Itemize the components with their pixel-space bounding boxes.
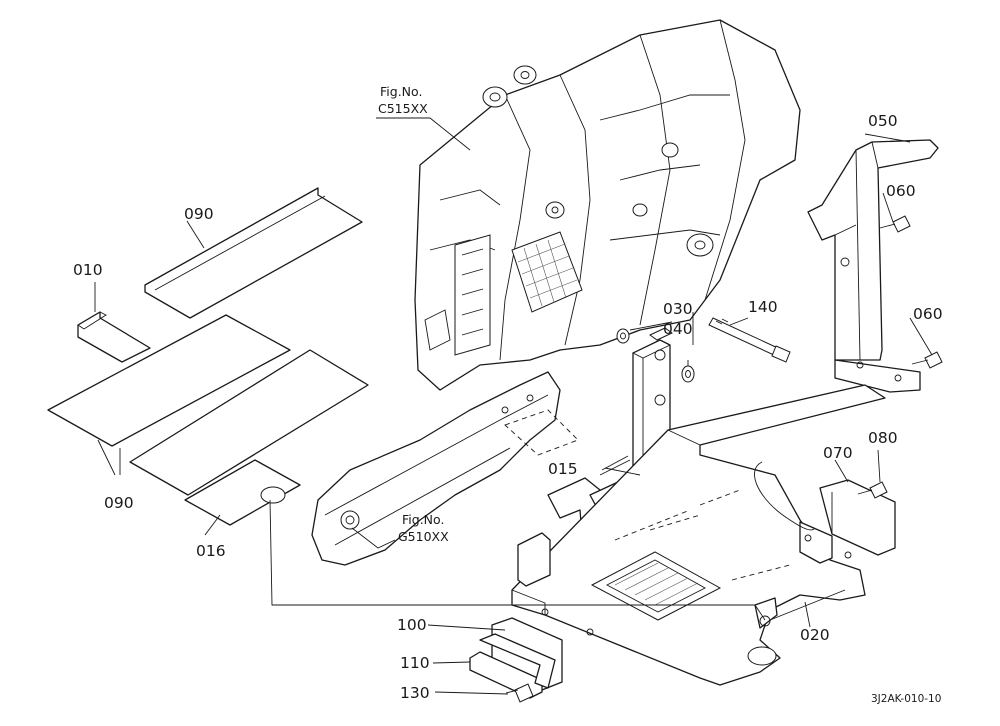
fig-ref-top-line2: C515XX [378,101,428,116]
panel-090-top [144,187,363,319]
callout-080: 080 [868,429,898,447]
callout-030: 030 [663,300,693,318]
bushing-030 [616,328,630,344]
base-plate-recess [590,551,722,621]
arm-bolt-hole [340,510,360,530]
housing-side-plate [454,234,491,356]
base-plate-020 [511,384,886,686]
callout-060-lower: 060 [913,305,943,323]
callout-050: 050 [868,112,898,130]
bolt-060-lower [911,351,943,369]
frame-050 [807,139,939,393]
callout-010: 010 [73,261,103,279]
panel-016-hole [260,486,286,504]
callout-090-top: 090 [184,205,214,223]
housing-port-6 [632,203,648,217]
callout-040: 040 [663,320,693,338]
callout-020: 020 [800,626,830,644]
callout-015: 015 [548,460,578,478]
housing-port-2 [513,65,537,85]
housing-grille-cover [511,231,583,313]
fig-ref-middle-line2: G510XX [398,529,449,544]
bracket-070 [799,479,896,564]
housing-port-4 [545,201,565,219]
bolt-080 [857,481,888,499]
fig-ref-top-line1: Fig.No. [380,84,422,99]
drawing-code: 3J2AK-010-10 [871,693,941,705]
panel-010 [77,311,151,363]
callout-140: 140 [748,298,778,316]
callout-100: 100 [397,616,427,634]
washer-040 [681,365,695,383]
bolt-140 [708,317,791,363]
bolt-060-upper [879,215,911,233]
callout-060-upper: 060 [886,182,916,200]
panel-016 [184,459,301,526]
transmission-housing [414,19,801,391]
callout-130: 130 [400,684,430,702]
bolt-130 [505,683,534,703]
callout-110: 110 [400,654,430,672]
panel-090-lower-right [129,349,369,496]
callout-090-bottom: 090 [104,494,134,512]
housing-port-1 [482,86,508,108]
base-plate-hole [747,646,777,666]
leader-lines [94,117,933,695]
chassis-arm [311,371,579,566]
strap-020 [754,461,816,531]
callout-016: 016 [196,542,226,560]
fig-ref-middle-line1: Fig.No. [402,512,444,527]
housing-port-5 [661,142,679,158]
callout-070: 070 [823,444,853,462]
panel-090-lower-large [47,314,291,447]
housing-port-3 [686,233,714,257]
